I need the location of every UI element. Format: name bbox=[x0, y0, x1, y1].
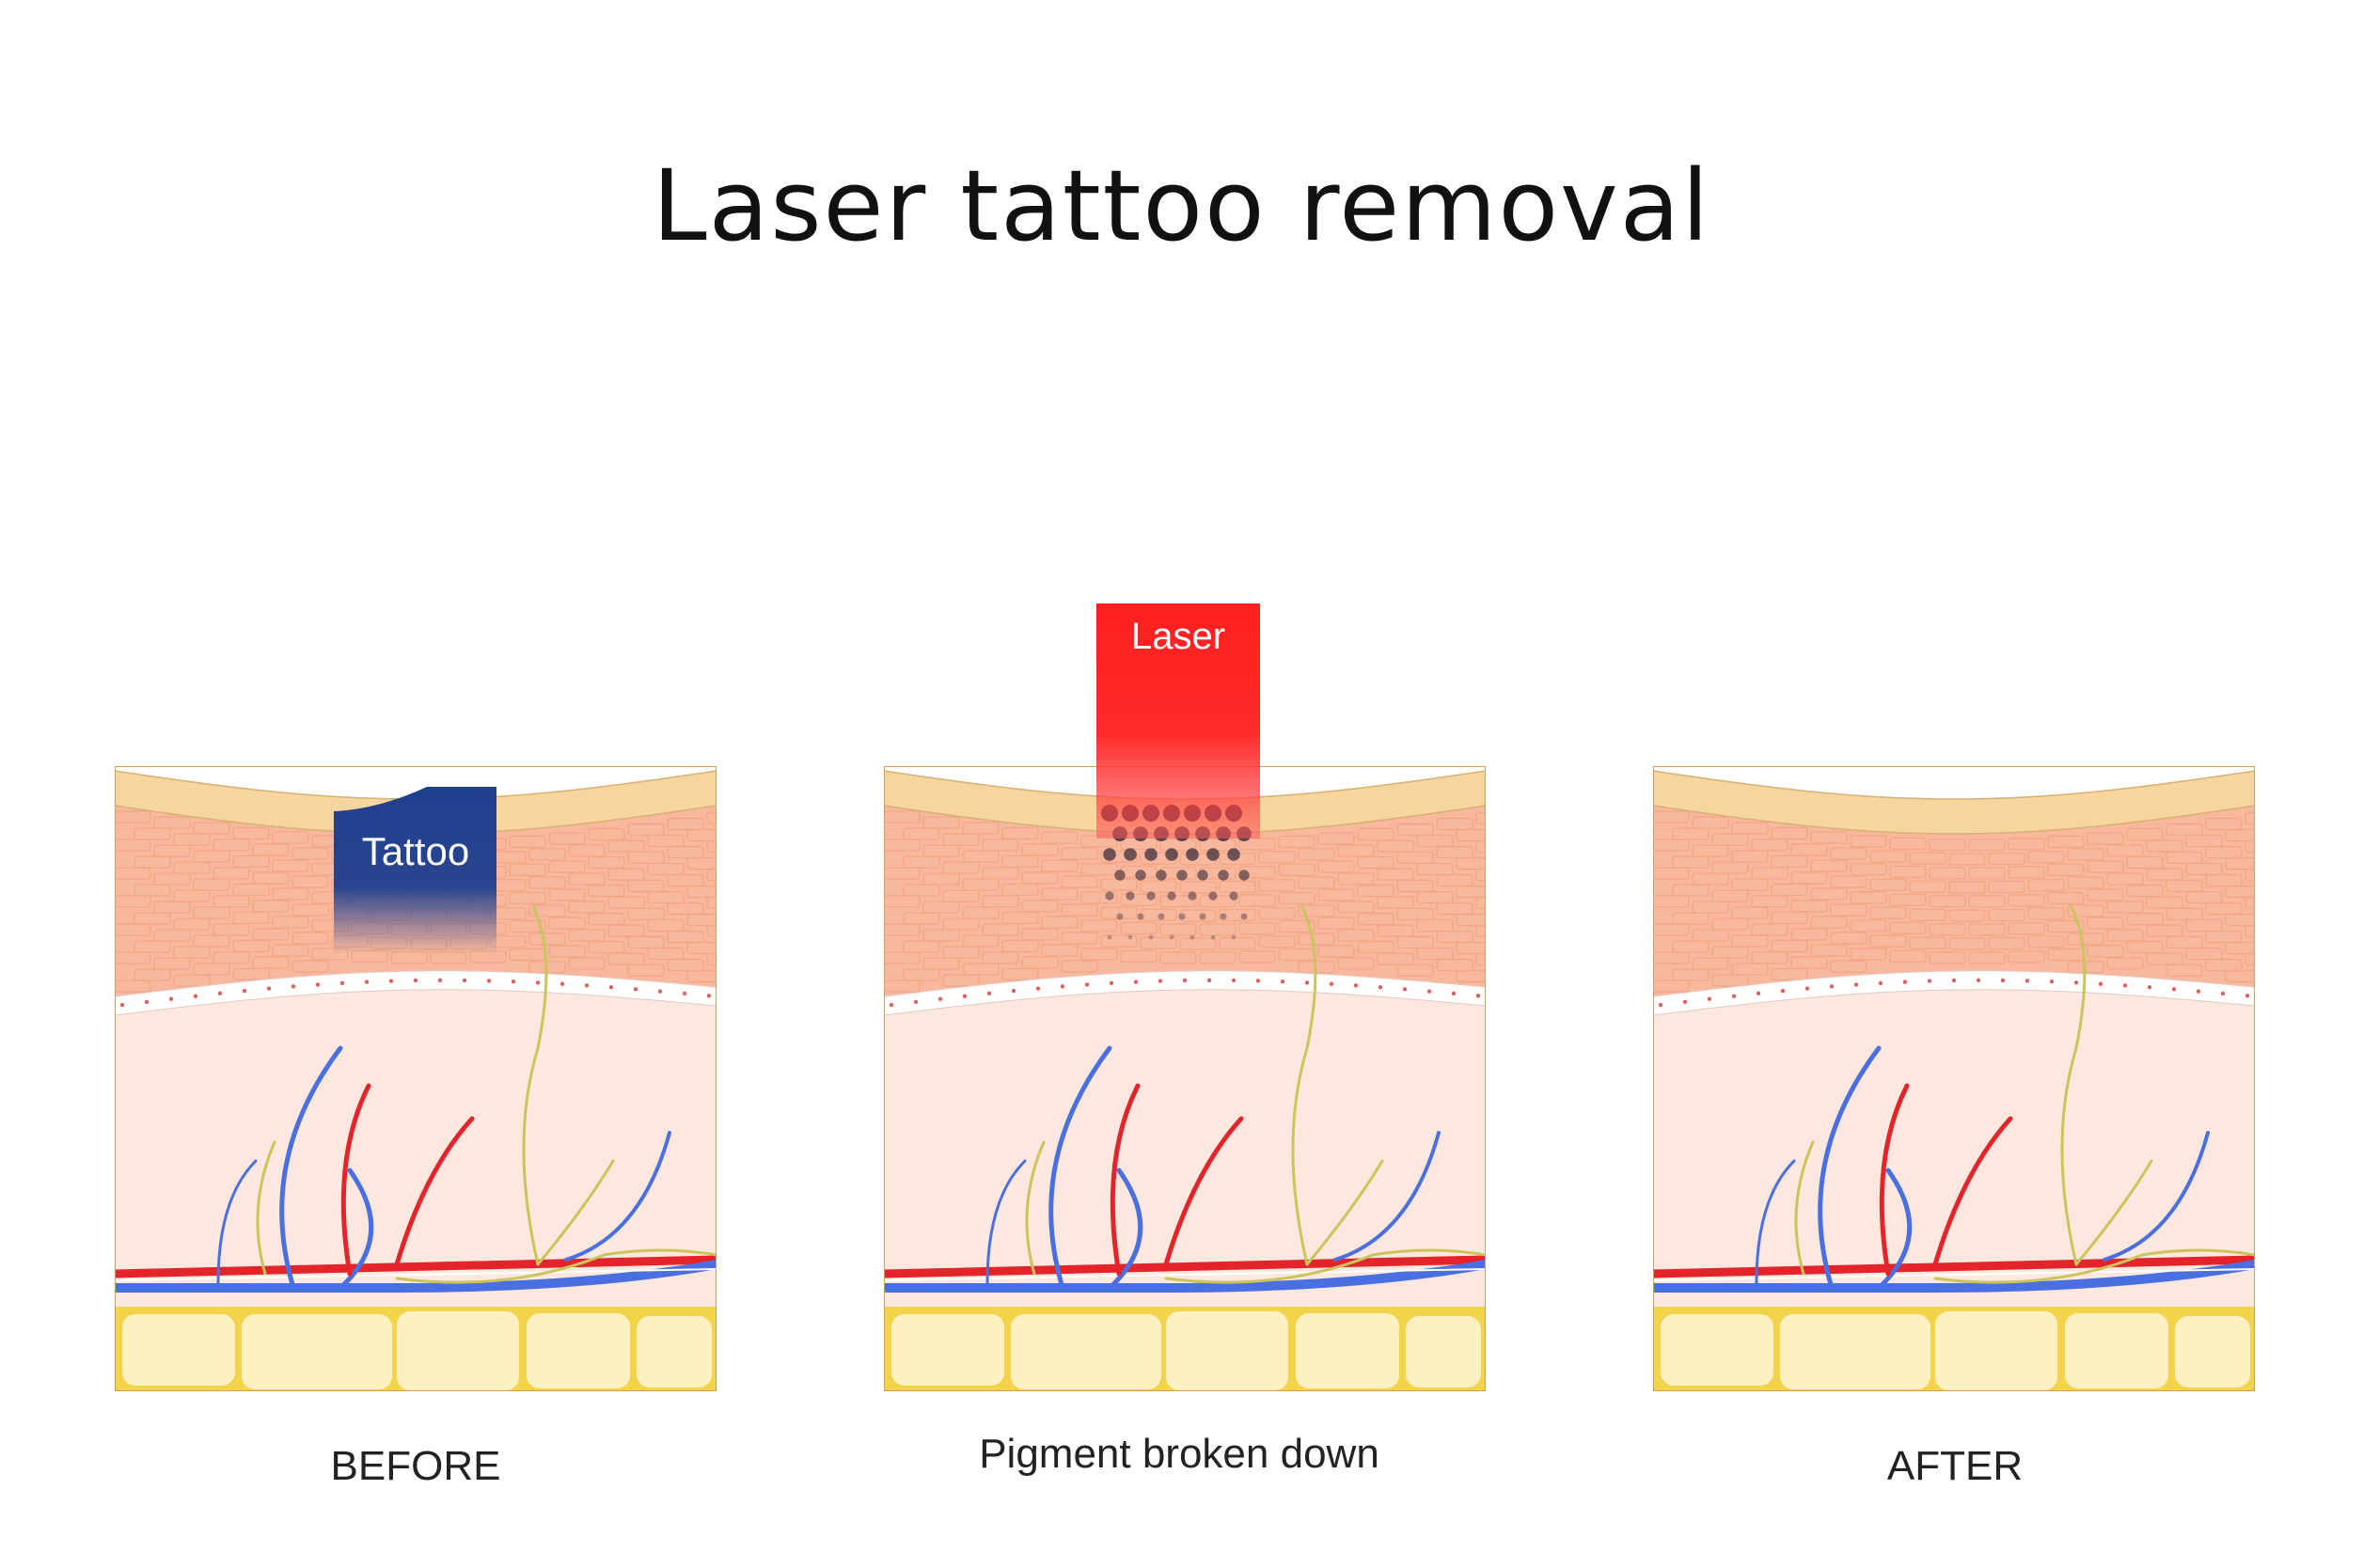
tattoo-ink bbox=[334, 787, 496, 954]
blood-vessels bbox=[1653, 905, 2255, 1293]
laser-label: Laser bbox=[1130, 616, 1226, 657]
epidermis-layer bbox=[884, 806, 1486, 996]
stratum-corneum-layer bbox=[1653, 770, 2255, 835]
skin-cross-section-svg bbox=[884, 766, 1486, 1391]
skin-cross-section-svg bbox=[1653, 766, 2255, 1391]
blood-vessels bbox=[884, 905, 1486, 1293]
caption-before: BEFORE bbox=[330, 1443, 501, 1489]
caption-pigment-broken-down: Pigment broken down bbox=[979, 1431, 1379, 1477]
epidermis-layer bbox=[1653, 806, 2255, 996]
blood-vessels bbox=[115, 905, 717, 1293]
basal-layer bbox=[1653, 970, 2255, 1016]
tattoo-label: Tattoo bbox=[361, 829, 470, 873]
basal-layer bbox=[884, 970, 1486, 1016]
skin-cross-section-svg bbox=[115, 766, 717, 1391]
skin-panel-after bbox=[1653, 766, 2255, 1391]
laser-beam bbox=[1096, 604, 1260, 839]
skin-panel-before bbox=[115, 766, 717, 1391]
skin-panel-pigment-broken-down bbox=[884, 766, 1486, 1391]
basal-layer bbox=[115, 970, 717, 1016]
diagram-title: Laser tattoo removal bbox=[652, 149, 1711, 263]
caption-after: AFTER bbox=[1886, 1443, 2024, 1489]
